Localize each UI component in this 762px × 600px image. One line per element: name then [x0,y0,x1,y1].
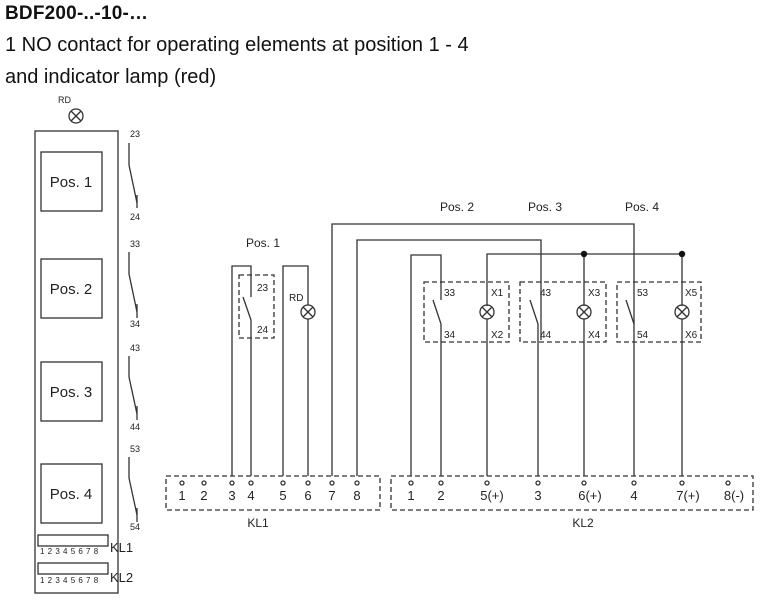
kl1-terminal-6: 6 [304,488,311,503]
pos2-module: 33 34 X1 X2 [423,281,510,476]
svg-text:1 2 3 4 5 6 7 8: 1 2 3 4 5 6 7 8 [40,576,99,585]
kl1-terminal-4: 4 [247,488,254,503]
diagram-title: BDF200-..-10-… [5,3,149,24]
svg-text:Pos. 4: Pos. 4 [50,486,93,503]
svg-text:X3: X3 [588,288,601,299]
svg-text:24: 24 [257,325,269,336]
panel-lamp-label: RD [58,95,71,105]
svg-text:43: 43 [130,343,140,353]
pos4-module: 53 54 X5 X6 [616,281,702,476]
panel-contact-3: 43 44 [128,343,140,432]
pos3-module: 43 44 X3 X4 [519,281,607,476]
svg-text:Pos. 3: Pos. 3 [50,384,93,401]
position-button-2[interactable]: Pos. 2 [40,258,103,319]
svg-text:KL2: KL2 [110,570,133,585]
schematic-lamp-label: RD [289,293,303,304]
schematic-pos3-label: Pos. 3 [528,200,562,214]
position-button-4[interactable]: Pos. 4 [40,463,103,524]
wire-kl2-1-to-pos2 [410,254,442,476]
kl2-terminal-4: 4 [630,488,637,503]
svg-text:Pos. 2: Pos. 2 [50,281,93,298]
schematic-pos1-label: Pos. 1 [246,236,280,250]
kl1-terminal-1: 1 [178,488,185,503]
svg-text:X2: X2 [491,330,504,341]
svg-text:KL1: KL1 [110,540,133,555]
kl1-label: KL1 [247,516,269,530]
svg-text:44: 44 [130,422,140,432]
kl1-terminal-2: 2 [200,488,207,503]
position-button-3[interactable]: Pos. 3 [40,361,103,422]
kl2-terminal-6p: 6(+) [578,488,601,503]
panel-contact-1: 23 24 [128,129,140,222]
panel-contact-4: 53 54 [128,444,140,532]
kl2-terminal-3: 3 [534,488,541,503]
svg-text:34: 34 [130,319,140,329]
svg-text:53: 53 [637,288,649,299]
panel-strip-kl2: 1 2 3 4 5 6 7 8 KL2 [37,562,133,585]
kl1-terminal-3: 3 [228,488,235,503]
kl2-terminal-5p: 5(+) [480,488,503,503]
svg-text:44: 44 [540,330,552,341]
kl2-label: KL2 [572,516,594,530]
svg-text:X4: X4 [588,330,601,341]
svg-text:X5: X5 [685,288,698,299]
svg-text:23: 23 [130,129,140,139]
position-button-1[interactable]: Pos. 1 [40,151,103,212]
rd-lamp-icon [300,304,316,320]
svg-text:Pos. 1: Pos. 1 [50,174,93,191]
schematic-pos2-label: Pos. 2 [440,200,474,214]
panel-lamp-icon [68,108,84,124]
svg-text:54: 54 [130,522,140,532]
svg-text:43: 43 [540,288,552,299]
pos1-wiring [231,265,252,476]
wire-kl1-8-to-pos3 [356,239,542,476]
svg-text:54: 54 [637,330,649,341]
svg-text:53: 53 [130,444,140,454]
svg-text:33: 33 [130,239,140,249]
kl1-terminal-5: 5 [279,488,286,503]
kl2-terminal-8m: 8(-) [724,488,744,503]
subtitle-line-1: 1 NO contact for operating elements at p… [5,34,469,56]
rd-lamp-wiring [282,265,309,476]
schematic-pos4-label: Pos. 4 [625,200,659,214]
kl1-terminal-8: 8 [353,488,360,503]
panel-housing [34,130,119,594]
panel-strip-kl1: 1 2 3 4 5 6 7 8 KL1 [37,534,133,556]
svg-text:23: 23 [257,283,269,294]
svg-text:1 2 3 4 5 6 7 8: 1 2 3 4 5 6 7 8 [40,547,99,556]
terminal-strip-kl1: 1 2 3 4 5 6 7 8 [165,475,381,511]
kl2-terminal-1: 1 [407,488,414,503]
svg-text:34: 34 [444,330,456,341]
kl2-terminals [408,480,731,486]
svg-text:X1: X1 [491,288,504,299]
kl1-terminals [179,480,360,486]
svg-text:X6: X6 [685,330,698,341]
svg-text:33: 33 [444,288,456,299]
kl2-terminal-7p: 7(+) [676,488,699,503]
panel-contact-2: 33 34 [128,239,140,329]
terminal-strip-kl2: 1 2 5(+) 3 6(+) 4 7(+) 8(-) [390,475,754,511]
lamp-supply-bus [486,250,686,306]
svg-text:24: 24 [130,212,140,222]
pos1-contact-block: 23 24 [238,274,275,339]
kl1-terminal-7: 7 [328,488,335,503]
subtitle-line-2: and indicator lamp (red) [5,66,217,88]
wire-kl1-7-to-pos4 [331,223,635,476]
kl2-terminal-2: 2 [437,488,444,503]
